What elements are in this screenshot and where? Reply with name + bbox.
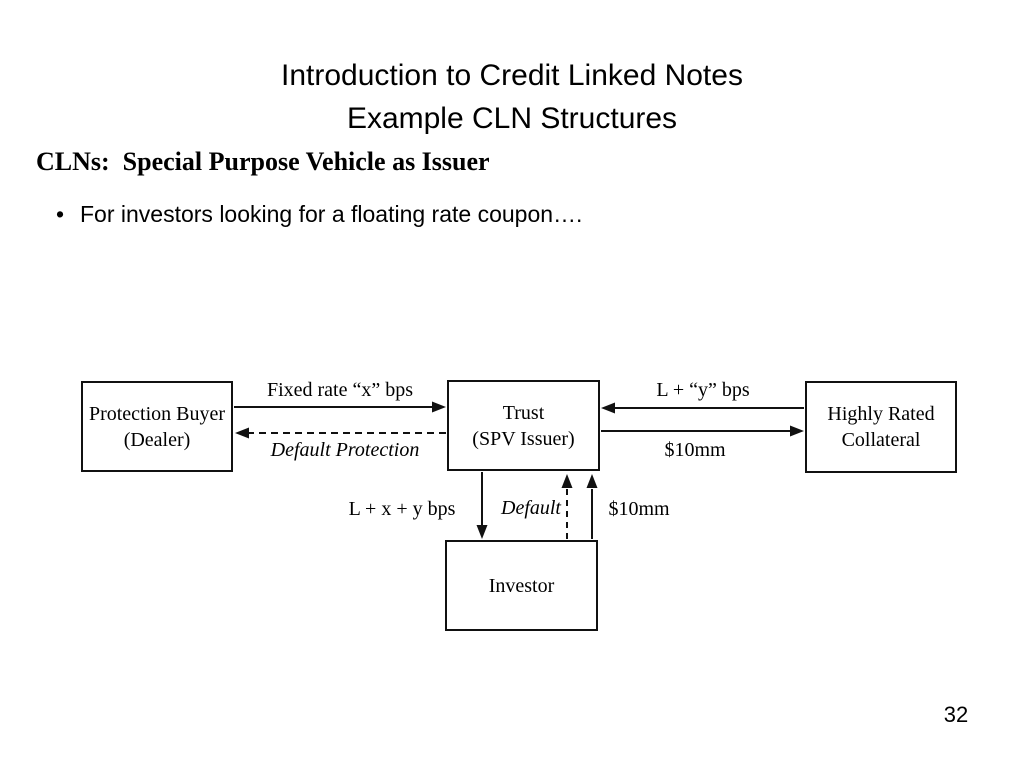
page-number: 32 xyxy=(943,702,969,727)
fixed-rate-label: Fixed rate “x” bps xyxy=(266,379,414,401)
default-flow-label: Default xyxy=(501,497,561,519)
slide-title-line2: Example CLN Structures xyxy=(346,102,678,135)
ten-mm-collateral-arrow xyxy=(601,425,804,437)
investor-box: Investor xyxy=(445,540,598,631)
slide-title: Introduction to Credit Linked Notes Exam… xyxy=(0,54,1024,140)
collateral-line2: Collateral xyxy=(841,429,921,451)
protection-buyer-line2: (Dealer) xyxy=(123,428,191,451)
l-plus-y-arrow xyxy=(601,402,804,414)
default-protection-label: Default Protection xyxy=(270,439,420,461)
ten-mm-collateral-label: $10mm xyxy=(664,439,726,461)
protection-buyer-line1: Protection Buyer xyxy=(88,402,226,425)
l-x-y-label: L + x + y bps xyxy=(348,498,456,520)
l-x-y-arrow xyxy=(476,472,488,539)
collateral-line1: Highly Rated xyxy=(827,403,935,425)
default-protection-arrow xyxy=(235,427,446,439)
slide-title-line1: Introduction to Credit Linked Notes xyxy=(281,59,743,92)
bullet-marker: • xyxy=(56,201,65,227)
protection-buyer-box: Protection Buyer (Dealer) xyxy=(81,381,233,472)
trust-line2: (SPV Issuer) xyxy=(472,427,575,450)
trust-line1: Trust xyxy=(502,401,545,424)
ten-mm-investor-arrow xyxy=(586,474,598,539)
l-plus-y-label: L + “y” bps xyxy=(656,379,750,401)
ten-mm-investor-label: $10mm xyxy=(608,498,670,520)
fixed-rate-arrow xyxy=(234,401,446,413)
collateral-box: Highly Rated Collateral xyxy=(805,381,957,473)
bullet-text: For investors looking for a floating rat… xyxy=(80,201,583,227)
investor-line1: Investor xyxy=(488,574,555,597)
trust-box: Trust (SPV Issuer) xyxy=(447,380,600,471)
section-heading: CLNs: Special Purpose Vehicle as Issuer xyxy=(36,147,490,176)
